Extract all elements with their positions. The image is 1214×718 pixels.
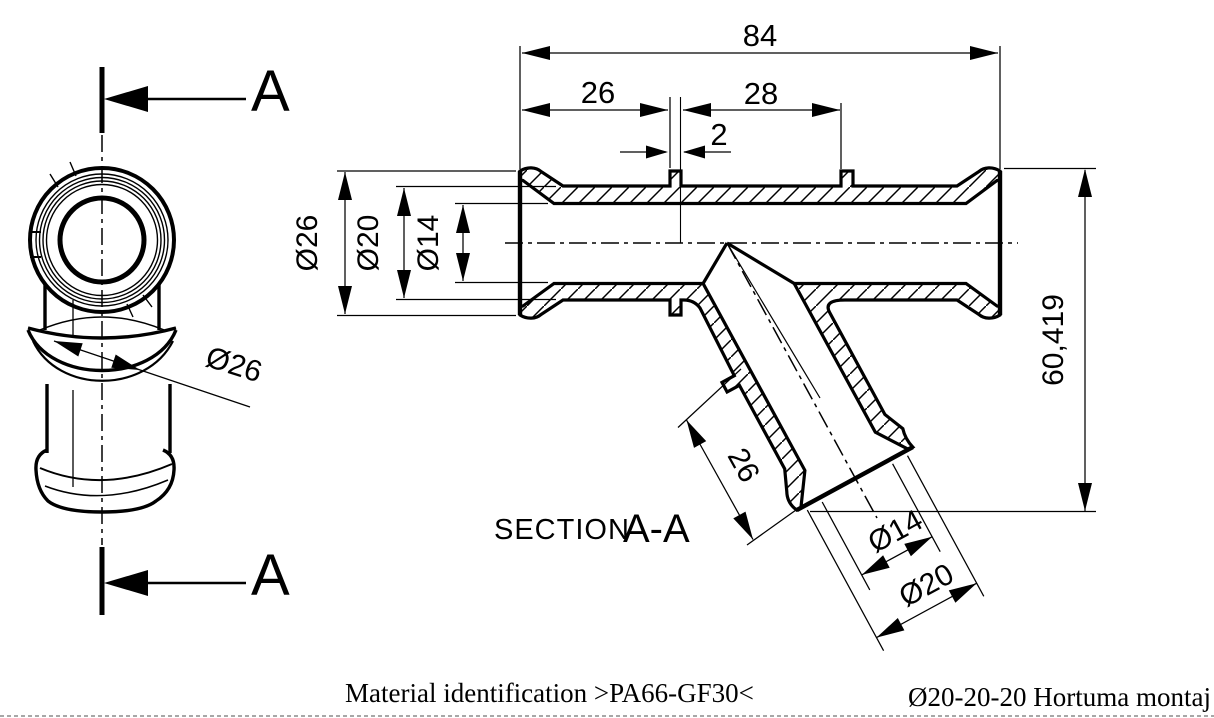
dim-rib-width	[620, 145, 731, 159]
section-letter-top: A	[251, 59, 290, 124]
dim-label-side-flange-diameter: Ø26	[202, 341, 266, 390]
dim-tube-outer-diameter	[396, 185, 556, 301]
section-title-prefix: SECTION	[494, 514, 630, 546]
body-outline	[26, 284, 178, 514]
port-circles	[28, 161, 176, 318]
dim-overall-length	[519, 46, 1001, 169]
section-title-label: A-A	[623, 507, 690, 551]
dim-side-flange-diameter	[53, 340, 251, 408]
dim-label-branch-outer-diameter: Ø20	[894, 558, 960, 614]
cutting-plane-bottom	[99, 547, 246, 615]
dim-branch-bore-diameter	[821, 463, 941, 591]
dim-label-tube-outer-diameter: Ø20	[352, 215, 385, 272]
cutting-plane-top	[99, 67, 246, 133]
arrowhead-icon	[111, 354, 140, 370]
branch-centerline	[726, 242, 878, 519]
pipe-bottom-right-wall	[791, 281, 1002, 452]
dim-label-overall-length: 84	[743, 18, 777, 53]
dim-label-left-port-length: 26	[581, 75, 615, 110]
dim-branch-port-length	[677, 368, 804, 546]
dim-label-flare-diameter: Ø26	[291, 215, 324, 272]
pipe-bottom-left-wall	[518, 281, 807, 512]
section-arrow-icon	[104, 570, 148, 596]
section-view	[505, 97, 1018, 519]
section-letter-bottom: A	[251, 543, 290, 608]
dim-label-rib-width: 2	[710, 117, 727, 152]
dim-label-branch-offset: 28	[744, 76, 778, 111]
dimensions	[337, 46, 1096, 651]
dim-branch-offset	[683, 103, 842, 169]
material-note: Material identification >PA66-GF30<	[345, 678, 754, 708]
branch-end-face	[795, 445, 914, 513]
section-arrow-icon	[104, 86, 148, 112]
dim-label-bore-diameter: Ø14	[412, 215, 445, 272]
dim-left-port-length	[522, 97, 671, 168]
part-note: Ø20-20-20 Hortuma montaj	[908, 682, 1211, 712]
pipe-top-wall	[518, 166, 1002, 206]
side-view	[26, 67, 251, 615]
dim-flare-diameter	[337, 170, 516, 317]
dim-branch-outer-diameter	[806, 455, 985, 651]
dim-bore-diameter	[455, 202, 548, 284]
arrowhead-icon	[54, 341, 83, 357]
dim-overall-height	[810, 167, 1096, 513]
dim-label-overall-height: 60,419	[1037, 294, 1070, 386]
dim-label-branch-port-length: 26	[721, 443, 766, 488]
